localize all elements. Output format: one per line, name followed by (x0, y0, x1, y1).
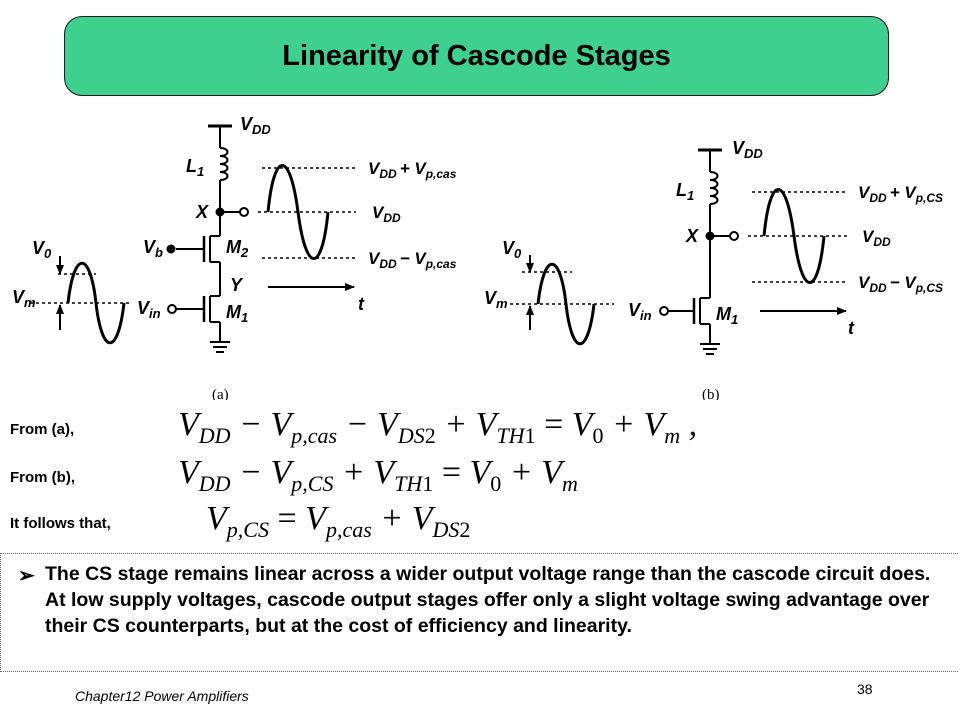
svg-text:V0: V0 (32, 238, 52, 261)
svg-text:Y: Y (230, 275, 244, 295)
svg-text:Vm: Vm (12, 287, 36, 310)
bullet-text: The CS stage remains linear across a wid… (45, 563, 931, 637)
svg-text:X: X (685, 226, 699, 246)
svg-text:Vin: Vin (137, 298, 161, 321)
page-number: 38 (857, 681, 873, 697)
svg-text:M1: M1 (716, 304, 738, 327)
circuit-b (510, 148, 848, 355)
circuit-a-labels: VDD L1 X Vb M2 Y Vin M1 V0 Vm VDD+ Vp,ca… (12, 114, 457, 400)
caption-b: (b) (702, 387, 720, 400)
svg-text:M1: M1 (226, 302, 248, 325)
svg-text:M2: M2 (226, 237, 249, 260)
svg-text:L1: L1 (186, 156, 204, 179)
svg-text:VDD− Vp,CS: VDD− Vp,CS (858, 273, 943, 295)
svg-text:VDD+ Vp,CS: VDD+ Vp,CS (858, 183, 943, 205)
svg-text:VDD: VDD (240, 114, 271, 137)
circuit-b-labels: VDD L1 X Vin M1 V0 Vm VDD+ Vp,CS VDD VDD… (484, 138, 943, 400)
svg-text:Vin: Vin (628, 300, 652, 323)
svg-text:VDD: VDD (732, 138, 763, 161)
equation-c: Vp,CS = Vp,cas + VDS2 (206, 500, 471, 542)
equation-label-a: From (a), (10, 421, 75, 438)
note-box (0, 553, 958, 672)
svg-text:Vm: Vm (484, 288, 508, 311)
equation-a: VDD − Vp,cas − VDS2 + VTH1 = V0 + Vm , (178, 406, 698, 448)
footer-chapter: Chapter12 Power Amplifiers (75, 688, 249, 704)
svg-text:Vb: Vb (143, 237, 163, 260)
svg-text:VDD: VDD (862, 227, 891, 249)
svg-text:L1: L1 (676, 180, 694, 203)
equation-b: VDD − Vp,CS + VTH1 = V0 + Vm (178, 454, 578, 496)
svg-text:VDD− Vp,cas: VDD− Vp,cas (368, 249, 457, 271)
svg-text:VDD: VDD (372, 203, 401, 225)
svg-text:t: t (358, 294, 365, 314)
circuit-diagrams: VDD L1 X Vb M2 Y Vin M1 V0 Vm VDD+ Vp,ca… (12, 114, 943, 400)
svg-text:VDD+ Vp,cas: VDD+ Vp,cas (368, 159, 457, 181)
title-bar: Linearity of Cascode Stages (64, 16, 889, 96)
caption-a: (a) (212, 387, 229, 400)
svg-text:X: X (195, 202, 209, 222)
circuit-a (30, 124, 356, 353)
bullet-arrow-icon: ➢ (18, 565, 35, 587)
equation-label-c: It follows that, (10, 515, 111, 532)
svg-text:t: t (848, 318, 855, 338)
svg-text:V0: V0 (502, 238, 522, 261)
equation-label-b: From (b), (10, 469, 75, 486)
slide-title: Linearity of Cascode Stages (282, 39, 671, 72)
